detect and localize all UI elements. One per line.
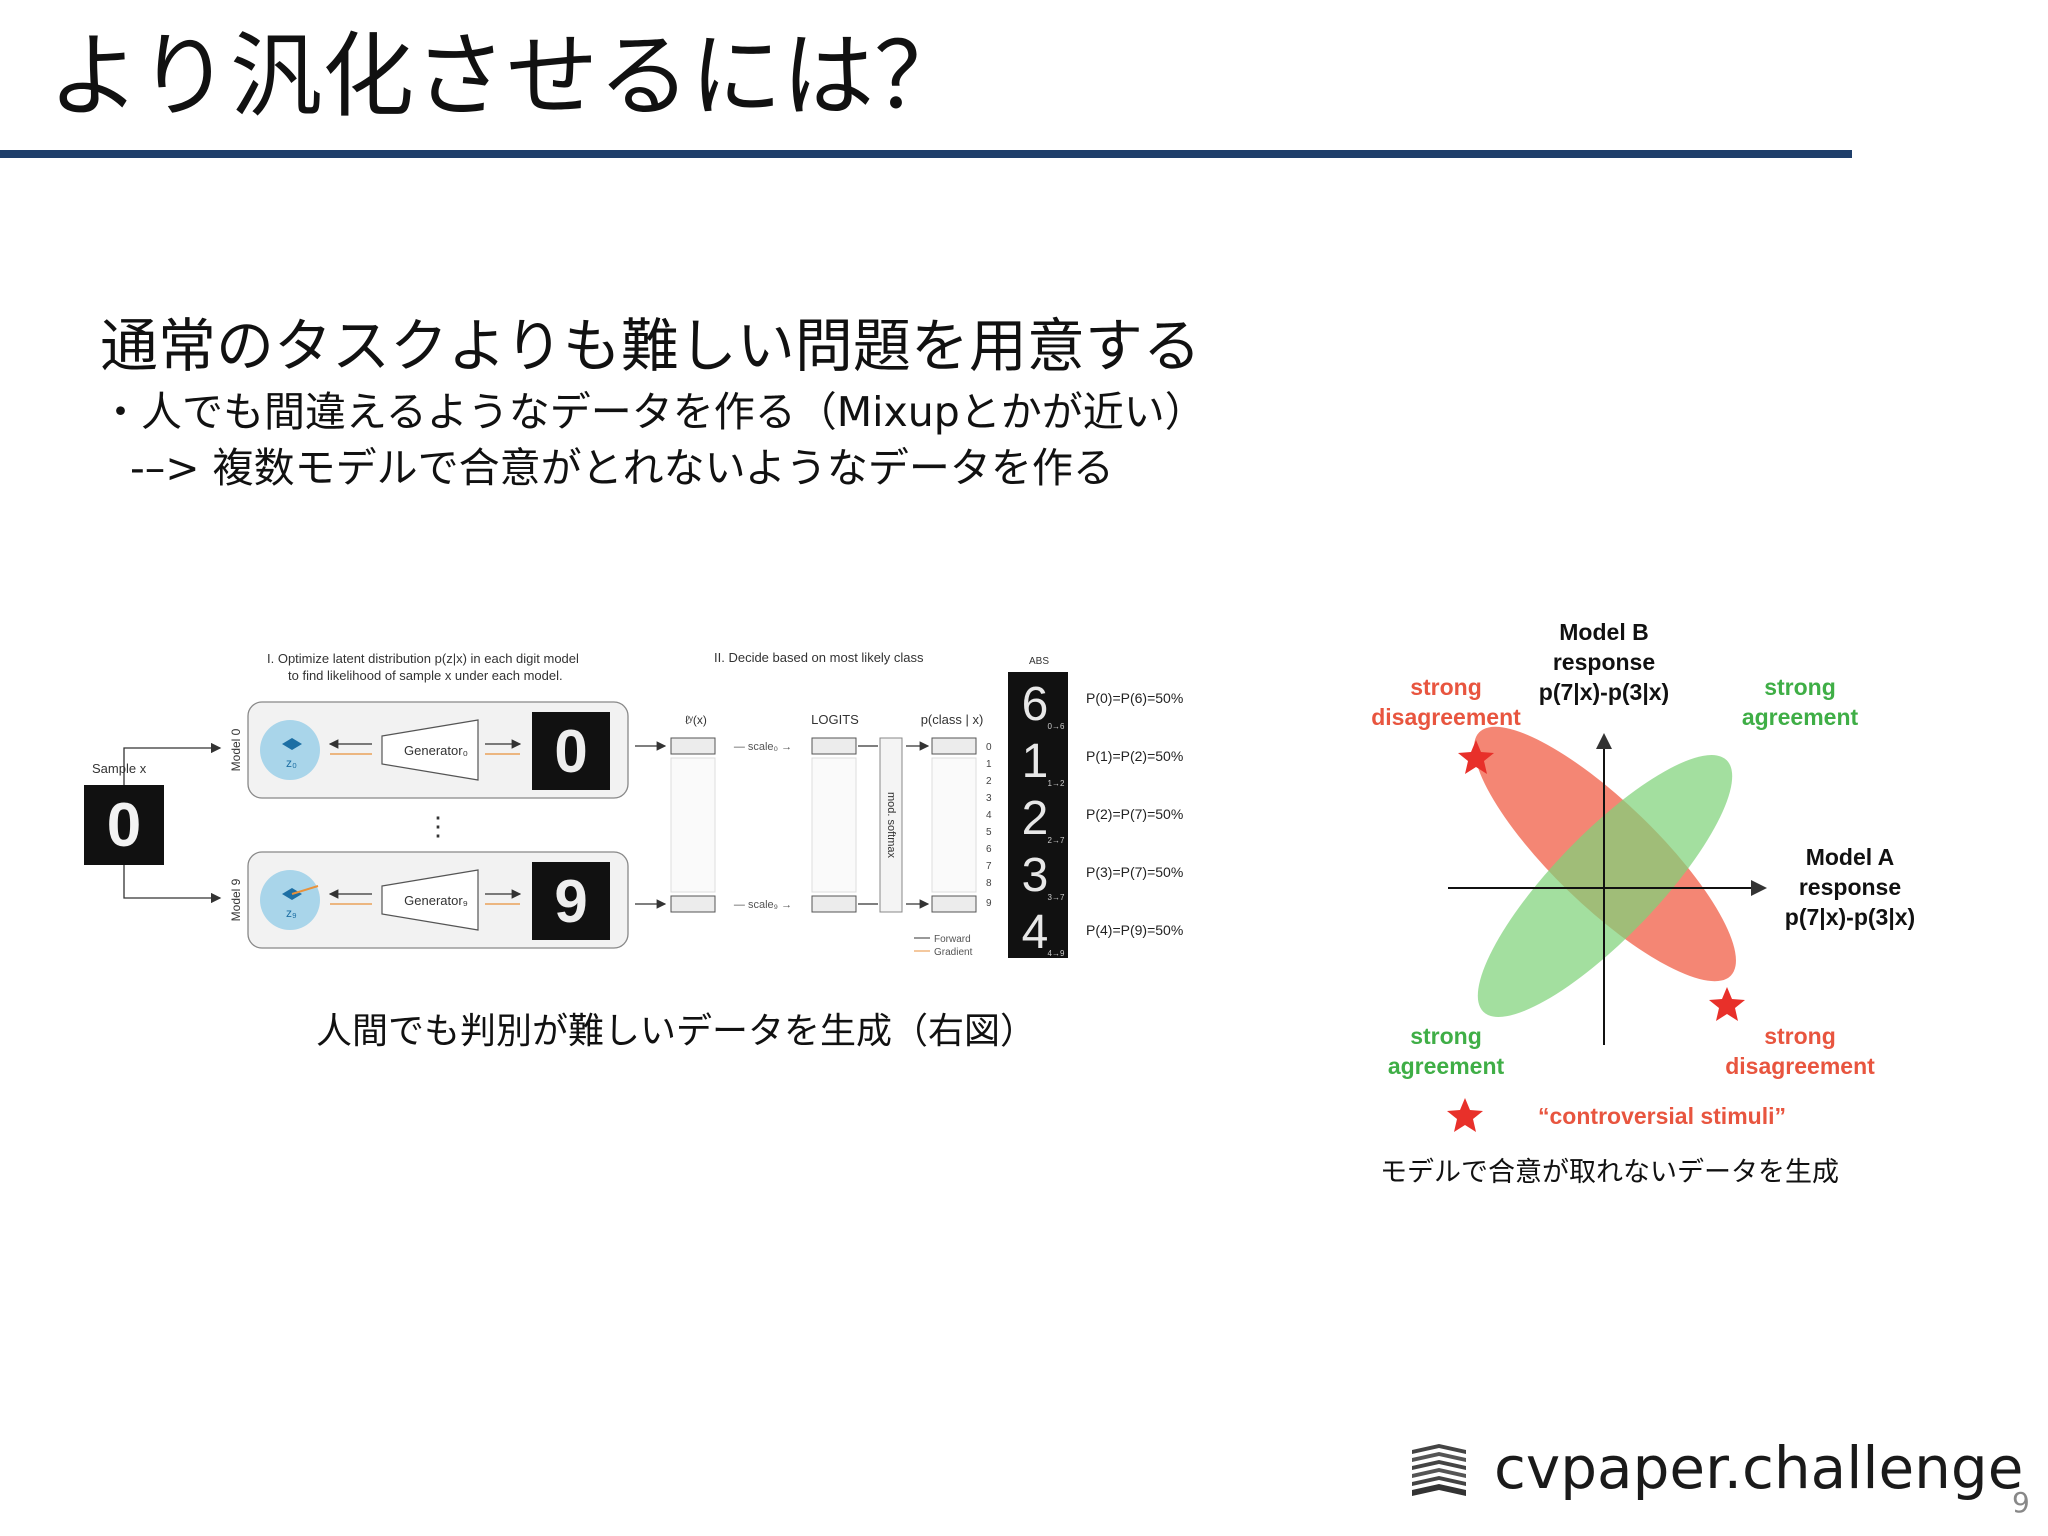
legend-forward: Forward bbox=[934, 934, 971, 945]
strip-digit-3: 3 bbox=[1022, 849, 1049, 902]
generated-digit-0: 0 bbox=[554, 718, 587, 785]
star-icon-top-left bbox=[1458, 740, 1494, 774]
bottom-left-label-line2: agreement bbox=[1388, 1053, 1505, 1079]
logits-header: LOGITS bbox=[811, 712, 859, 727]
logits-column bbox=[811, 737, 857, 913]
latent-point-0 bbox=[282, 738, 302, 750]
pclass-header: p(class | x) bbox=[921, 712, 984, 727]
generator0-shape bbox=[381, 719, 479, 781]
star-icon-legend bbox=[1447, 1098, 1483, 1132]
class-index-3: 3 bbox=[986, 793, 992, 804]
slide-title: より汎化させるには？ bbox=[48, 23, 967, 130]
class-index-2: 2 bbox=[986, 776, 992, 787]
controversial-stimuli-diagram: Model B response p(7|x)-p(3|x) Model A r… bbox=[1371, 619, 1915, 1132]
latent-shift-9 bbox=[291, 885, 319, 895]
prob-4: P(4)=P(9)=50% bbox=[1086, 922, 1183, 938]
class-index-7: 7 bbox=[986, 861, 992, 872]
abs-digit-strip bbox=[1008, 672, 1068, 958]
bullet-1: ・人でも間違えるようなデータを作る（Mixupとかが近い） bbox=[100, 388, 1206, 436]
z9-label: z₉ bbox=[286, 906, 297, 920]
top-left-label-line2: disagreement bbox=[1371, 704, 1521, 730]
controversial-stimuli-legend: “controversial stimuli” bbox=[1538, 1103, 1786, 1129]
generator9-label: Generator₉ bbox=[404, 893, 468, 908]
class-index-8: 8 bbox=[986, 878, 992, 889]
prob-1: P(1)=P(2)=50% bbox=[1086, 748, 1183, 764]
generator0-label: Generator₀ bbox=[404, 743, 468, 758]
main-heading: 通常のタスクよりも難しい問題を用意する bbox=[100, 312, 1201, 380]
prob-2: P(2)=P(7)=50% bbox=[1086, 806, 1183, 822]
sample-to-model0-arrow bbox=[123, 742, 222, 785]
model-a-line3: p(7|x)-p(3|x) bbox=[1785, 904, 1915, 930]
latent-circle-0 bbox=[260, 720, 320, 780]
strip-sub-4: 4→9 bbox=[1048, 949, 1065, 958]
generated-image-9 bbox=[532, 862, 610, 940]
sample-to-model9-arrow bbox=[123, 865, 222, 904]
step1-line1: I. Optimize latent distribution p(z|x) i… bbox=[267, 651, 579, 666]
class-index-1: 1 bbox=[986, 759, 992, 770]
top-right-label-line2: agreement bbox=[1742, 704, 1859, 730]
step2-label: II. Decide based on most likely class bbox=[714, 650, 924, 665]
probability-list: P(0)=P(6)=50% P(1)=P(2)=50% P(2)=P(7)=50… bbox=[1086, 690, 1183, 938]
bullet-2: -–> 複数モデルで合意がとれないようなデータを作る bbox=[130, 444, 1114, 492]
prob-0: P(0)=P(6)=50% bbox=[1086, 690, 1183, 706]
strip-sub-0: 0→6 bbox=[1048, 722, 1065, 731]
strip-sub-1: 1→2 bbox=[1048, 779, 1065, 788]
class-index-9: 9 bbox=[986, 898, 992, 909]
model-b-line1: Model B bbox=[1559, 619, 1648, 645]
sample-label: Sample x bbox=[92, 761, 147, 776]
sample-image bbox=[84, 785, 164, 865]
prob-3: P(3)=P(7)=50% bbox=[1086, 864, 1183, 880]
class-index-list: 0 1 2 3 4 5 6 7 8 9 bbox=[986, 742, 992, 909]
generative-classifier-diagram: I. Optimize latent distribution p(z|x) i… bbox=[84, 650, 1183, 959]
bottom-left-label-line1: strong bbox=[1410, 1023, 1482, 1049]
strip-sub-3: 3→7 bbox=[1048, 893, 1065, 902]
top-left-label-line1: strong bbox=[1410, 674, 1482, 700]
bottom-right-label-line2: disagreement bbox=[1725, 1053, 1875, 1079]
step1-line2: to find likelihood of sample x under eac… bbox=[288, 668, 563, 683]
model-a-line1: Model A bbox=[1806, 844, 1895, 870]
latent-circle-9 bbox=[260, 870, 320, 930]
strip-digit-0: 6 bbox=[1022, 678, 1049, 731]
sample-digit: 0 bbox=[107, 791, 141, 860]
abs-strip-digits: 6 0→6 1 1→2 2 2→7 3 3→7 4 4→9 bbox=[1022, 678, 1065, 959]
generated-digit-9: 9 bbox=[554, 868, 587, 935]
title-underline bbox=[0, 150, 1852, 158]
left-figure-caption: 人間でも判別が難しいデータを生成（右図） bbox=[316, 1011, 1037, 1052]
ellipsis-vertical: ⋮ bbox=[425, 811, 451, 841]
strip-digit-1: 1 bbox=[1022, 735, 1049, 788]
class-index-5: 5 bbox=[986, 827, 992, 838]
strip-sub-2: 2→7 bbox=[1048, 836, 1065, 845]
star-icon-bottom-right bbox=[1709, 987, 1745, 1021]
model-b-line2: response bbox=[1553, 649, 1655, 675]
page-number: 9 bbox=[2012, 1486, 2030, 1519]
likelihood-header: ℓʸ(x) bbox=[685, 713, 707, 727]
legend-gradient: Gradient bbox=[934, 947, 973, 958]
scale9-arrow: — scale₉ → bbox=[734, 899, 792, 911]
model9-label: Model 9 bbox=[229, 878, 243, 921]
class-index-4: 4 bbox=[986, 810, 992, 821]
top-right-label-line1: strong bbox=[1764, 674, 1836, 700]
scale0-arrow: — scale₀ → bbox=[734, 741, 792, 753]
softmax-label: mod. softmax bbox=[885, 792, 897, 859]
stacked-layers-icon bbox=[1412, 1444, 1466, 1496]
strip-digit-2: 2 bbox=[1022, 792, 1049, 845]
abs-label: ABS bbox=[1029, 656, 1049, 667]
right-figure-caption: モデルで合意が取れないデータを生成 bbox=[1380, 1157, 1839, 1188]
likelihood-column bbox=[670, 737, 716, 913]
class-index-6: 6 bbox=[986, 844, 992, 855]
generator9-shape bbox=[381, 869, 479, 931]
bottom-right-label-line1: strong bbox=[1764, 1023, 1836, 1049]
z0-label: z₀ bbox=[286, 756, 297, 770]
pclass-column bbox=[931, 737, 977, 913]
model-a-line2: response bbox=[1799, 874, 1901, 900]
model0-label: Model 0 bbox=[229, 728, 243, 771]
softmax-box bbox=[879, 737, 903, 913]
class-index-0: 0 bbox=[986, 742, 992, 753]
generated-image-0 bbox=[532, 712, 610, 790]
brand-logo-text: cvpaper.challenge bbox=[1494, 1434, 2024, 1502]
model-b-line3: p(7|x)-p(3|x) bbox=[1539, 679, 1669, 705]
strip-digit-4: 4 bbox=[1022, 906, 1049, 959]
